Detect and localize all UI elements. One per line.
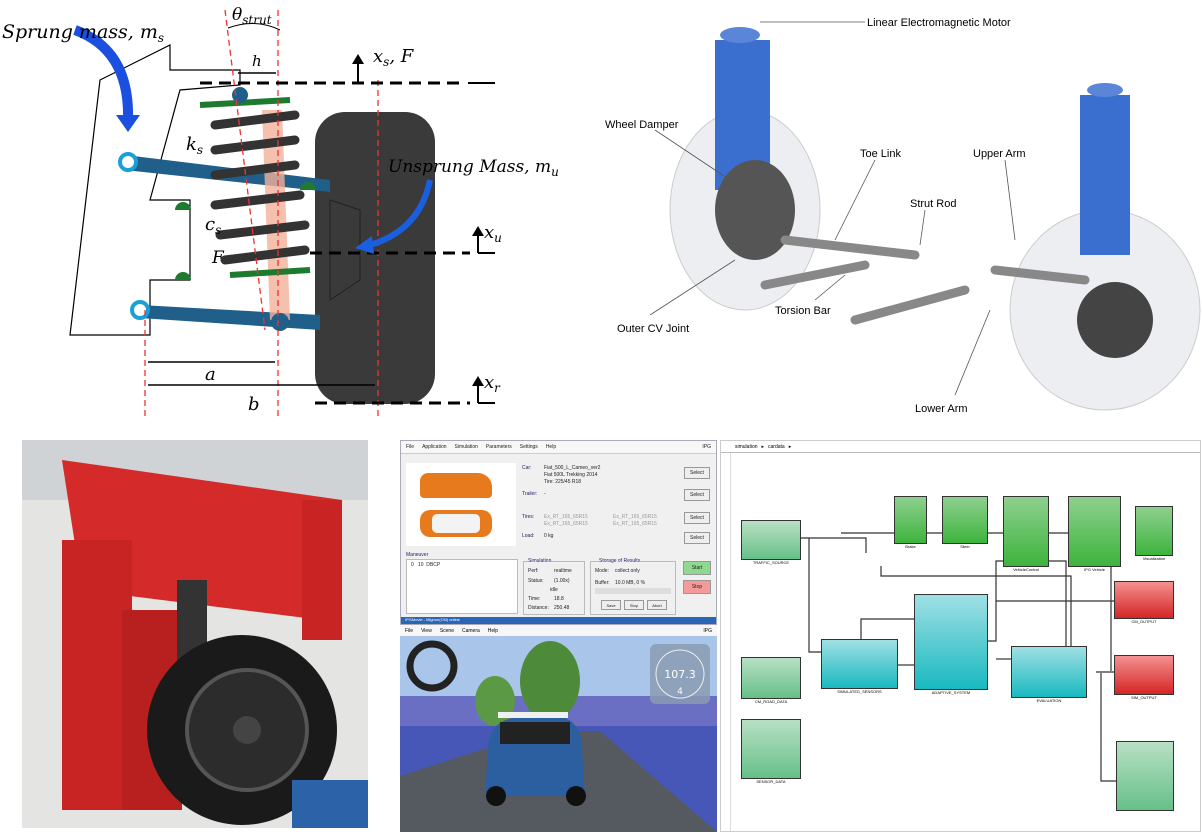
storage-stop-button[interactable]: Stop — [624, 600, 644, 610]
breadcrumb: simulation▸ cardata▸ — [721, 441, 1200, 453]
ipg-logo: IPG — [702, 444, 711, 450]
svg-text:Linear Electromagnetic Motor: Linear Electromagnetic Motor — [867, 17, 1011, 29]
menu-simulation[interactable]: Simulation — [454, 444, 478, 450]
block-simulated-sensors[interactable]: SIMULATED_SENSORS — [821, 639, 898, 694]
block-visualization[interactable]: Visualization — [1135, 506, 1173, 561]
block-brake[interactable]: Brake — [894, 496, 927, 549]
svg-text:Strut Rod: Strut Rod — [910, 198, 956, 210]
right-motor — [1080, 95, 1130, 255]
svg-text:107.3: 107.3 — [664, 668, 696, 681]
menu-file[interactable]: File — [405, 628, 414, 634]
storage-group: Storage of Results Mode:collect only Buf… — [590, 558, 676, 615]
svg-text:cs: cs — [205, 214, 221, 237]
simulink-model: simulation▸ cardata▸ TRAFFIC_SOURCE SIMU… — [720, 440, 1201, 832]
menu-application[interactable]: Application — [422, 444, 447, 450]
menu-file[interactable]: File — [406, 444, 415, 450]
driving-view: File View Scene Camera Help IPG 107.3 4 — [400, 625, 717, 832]
spring — [210, 110, 310, 265]
car-images — [406, 463, 516, 546]
sprung-mass-outline — [69, 44, 241, 336]
block-output-green[interactable] — [1116, 741, 1174, 811]
svg-text:a: a — [205, 364, 216, 385]
menu-camera[interactable]: Camera — [462, 628, 480, 634]
suspension-3d-render: Linear Electromagnetic Motor Wheel Dampe… — [575, 0, 1203, 425]
block-evaluation[interactable]: EVALUATION — [1011, 646, 1087, 703]
svg-text:Toe Link: Toe Link — [860, 148, 901, 160]
svg-text:ks: ks — [186, 134, 203, 157]
svg-text:θstrut: θstrut — [232, 5, 272, 27]
select-load-button[interactable]: Select — [684, 532, 710, 544]
svg-text:Upper Arm: Upper Arm — [973, 148, 1026, 160]
menu-settings[interactable]: Settings — [519, 444, 538, 450]
svg-text:h: h — [252, 52, 262, 70]
test-rig-photo — [22, 440, 368, 828]
svg-text:F: F — [211, 248, 225, 268]
block-ipg-vehicle[interactable]: IPG Vehicle — [1068, 496, 1121, 572]
select-trailer-button[interactable]: Select — [684, 489, 710, 501]
menu-parameters[interactable]: Parameters — [485, 444, 512, 450]
svg-text:Outer CV Joint: Outer CV Joint — [617, 323, 689, 335]
simulation-window: File Application Simulation Parameters S… — [400, 440, 717, 625]
menu-scene[interactable]: Scene — [439, 628, 454, 634]
svg-text:xr: xr — [484, 372, 501, 395]
taskbar: IPGMovie - Mignon(CM) online — [401, 617, 716, 624]
wheel — [315, 112, 435, 404]
simulation-group: Simulation Perf:realtime Status:(1.00x) … — [523, 558, 585, 615]
block-traffic-source[interactable]: TRAFFIC_SOURCE — [741, 520, 801, 565]
tree — [520, 641, 580, 721]
maneuver-list[interactable]: 0 10 DBCP — [406, 559, 518, 614]
svg-text:Unsprung Mass, mu: Unsprung Mass, mu — [388, 157, 559, 179]
select-tires-button[interactable]: Select — [684, 512, 710, 524]
buffer-progress — [595, 588, 671, 594]
select-car-button[interactable]: Select — [684, 467, 710, 479]
speedometer — [650, 644, 710, 704]
svg-text:xs, F: xs, F — [373, 46, 415, 69]
svg-text:b: b — [248, 394, 260, 415]
menu-help[interactable]: Help — [487, 628, 499, 634]
steering-wheel-icon — [406, 640, 458, 692]
save-button[interactable]: Save — [601, 600, 621, 610]
stop-button[interactable]: Stop — [683, 580, 711, 594]
svg-text:Lower Arm: Lower Arm — [915, 403, 968, 415]
svg-text:xu: xu — [484, 222, 502, 245]
start-button[interactable]: Start — [683, 561, 711, 575]
toolbar — [721, 453, 731, 831]
svg-text:Wheel Damper: Wheel Damper — [605, 119, 679, 131]
abort-button[interactable]: Abort — [647, 600, 667, 610]
svg-text:Sprung mass, ms: Sprung mass, ms — [2, 21, 164, 45]
block-vehicle-control[interactable]: VehicleControl — [1003, 496, 1049, 572]
block-sim-output[interactable]: SIM_OUTPUT — [1114, 655, 1174, 700]
block-cm-road-data[interactable]: CM_ROAD_DATA — [741, 657, 801, 704]
menu-help[interactable]: Help — [545, 444, 557, 450]
menu-bar: File Application Simulation Parameters S… — [401, 441, 716, 454]
block-adaptive-system[interactable]: ADAPTIVE_SYSTEM — [914, 594, 988, 695]
svg-text:4: 4 — [677, 687, 683, 697]
block-cm-output[interactable]: CM_OUTPUT — [1114, 581, 1174, 624]
lower-arm — [140, 305, 320, 330]
suspension-diagram: Sprung mass, ms θstrut h xs, F ks Unspru… — [0, 0, 570, 425]
block-steer[interactable]: Steer — [942, 496, 988, 549]
menu-view[interactable]: View — [421, 628, 432, 634]
block-sensor-data[interactable]: SENSOR_DATA — [741, 719, 801, 784]
svg-text:Torsion Bar: Torsion Bar — [775, 305, 831, 317]
